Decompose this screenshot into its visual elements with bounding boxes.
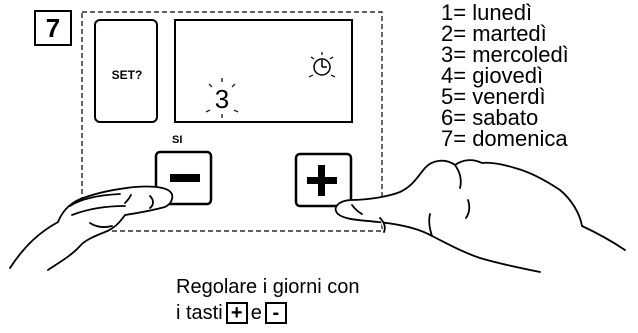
clock-icon xyxy=(308,52,336,78)
plus-key-icon: + xyxy=(225,302,248,324)
lcd-display xyxy=(174,19,353,123)
plus-button[interactable] xyxy=(294,152,353,208)
caption-line-1: Regolare i giorni con xyxy=(176,276,360,298)
legend-item: 6= sabato xyxy=(441,105,539,130)
set-button-label: SET? xyxy=(111,68,143,82)
caption-line-2: i tasti + e - xyxy=(176,300,359,326)
device-outline xyxy=(81,11,383,232)
si-label: SI xyxy=(172,134,183,146)
pointing-hand-icon xyxy=(334,159,626,273)
step-number: 7 xyxy=(34,10,72,46)
minus-key-icon: - xyxy=(264,302,287,324)
minus-button-icon xyxy=(170,174,200,182)
legend-item: 4= giovedì xyxy=(441,63,544,88)
caption-conjunction: e xyxy=(250,302,262,324)
caption-prefix: i tasti xyxy=(176,302,223,324)
blinking-day-digit: 3 xyxy=(205,78,239,118)
display-digit: 3 xyxy=(215,84,229,114)
set-button[interactable] xyxy=(94,19,158,123)
legend-item: 2= martedì xyxy=(441,21,547,46)
pointing-hand-icon xyxy=(9,185,174,271)
legend-item: 7= domenica xyxy=(441,126,568,151)
day-legend: 1= lunedì 2= martedì 3= mercoledì 4= gio… xyxy=(441,0,569,151)
legend-item: 5= venerdì xyxy=(441,84,546,109)
instruction-caption: Regolare i giorni con i tasti + e - xyxy=(176,274,359,326)
legend-item: 1= lunedì xyxy=(441,0,533,25)
plus-button-icon xyxy=(307,165,337,196)
legend-item: 3= mercoledì xyxy=(441,42,569,67)
